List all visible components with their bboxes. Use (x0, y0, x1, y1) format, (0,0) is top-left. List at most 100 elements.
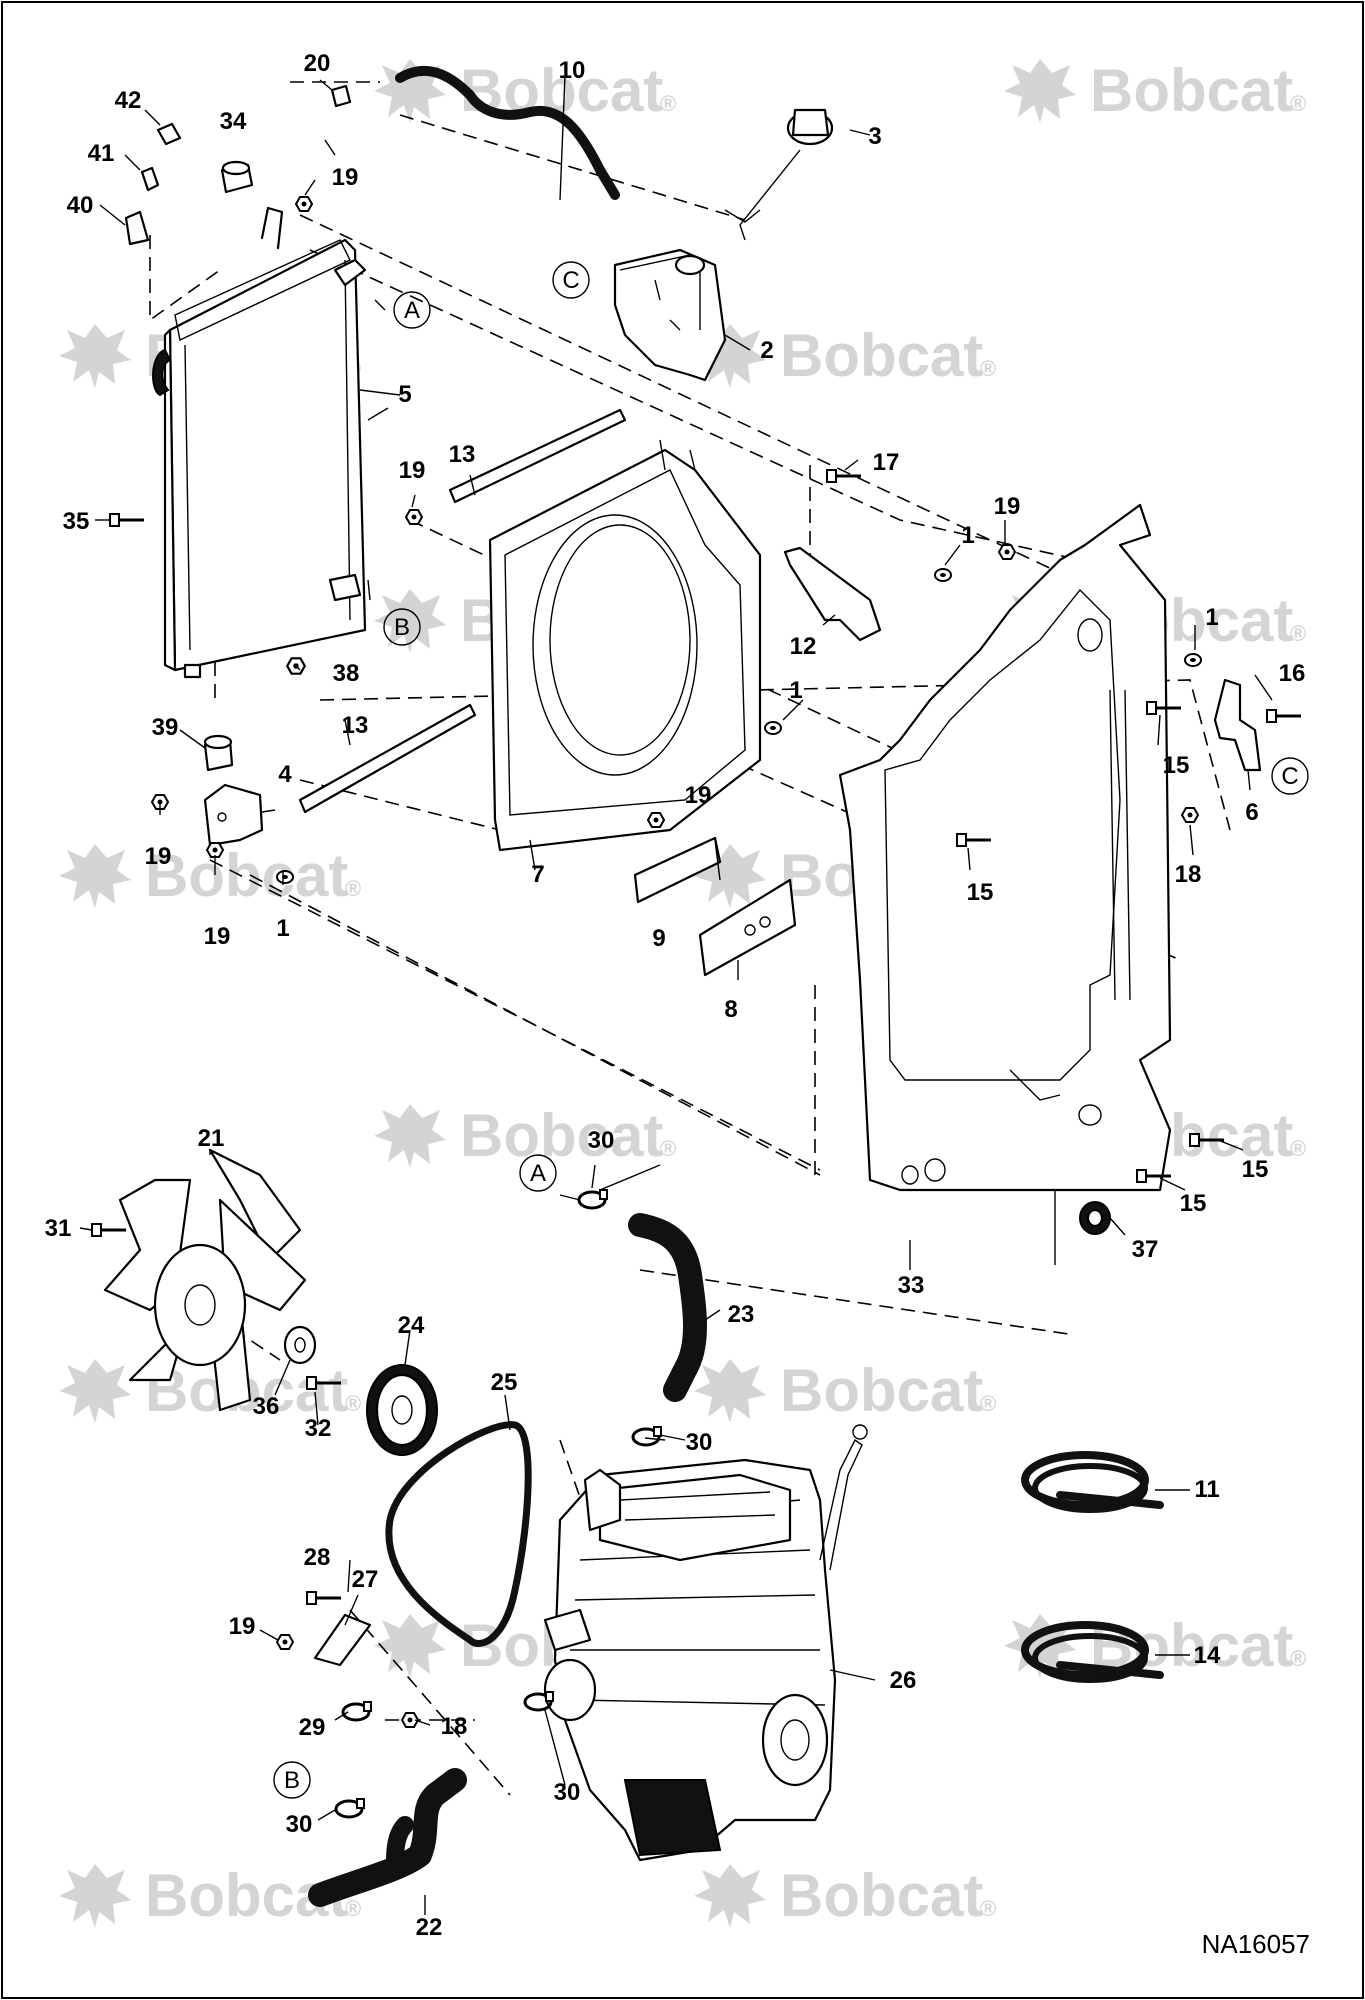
radiator-left-pipe (152, 348, 172, 397)
clamp-30 (577, 1188, 608, 1210)
grommet-37 (1079, 1201, 1111, 1235)
bolt-35 (108, 512, 146, 528)
bobcat-watermark: Bobcat ® (694, 1862, 996, 1929)
callout-1: 1 (789, 677, 802, 704)
svg-text:C: C (1281, 763, 1298, 790)
clamp-30 (334, 1797, 365, 1819)
nut-19 (998, 544, 1016, 560)
svg-text:C: C (562, 267, 579, 294)
svg-text:®: ® (980, 356, 996, 381)
part-21-fan (103, 1148, 307, 1412)
frame-port (1078, 1104, 1102, 1126)
bolt-28 (305, 1590, 343, 1606)
bobcat-watermark: Bobcat ® (374, 1102, 676, 1169)
shroud-ring (532, 514, 698, 776)
callout-33: 33 (898, 1272, 925, 1299)
radiator-inlet-fitting (333, 258, 367, 287)
washer-1 (934, 568, 952, 582)
callout-7: 7 (531, 861, 544, 888)
callout-26: 26 (890, 1667, 917, 1694)
bobcat-watermark: Bobcat ® (59, 842, 361, 909)
part-2-coolant-tank (613, 248, 727, 382)
callout-17: 17 (873, 449, 900, 476)
engine-flywheel (761, 1693, 829, 1787)
engine-dipstick (819, 1438, 863, 1571)
callout-15: 15 (1180, 1190, 1207, 1217)
callout-12: 12 (790, 633, 817, 660)
callout-38: 38 (333, 660, 360, 687)
svg-text:®: ® (660, 91, 676, 116)
callout-19: 19 (229, 1613, 256, 1640)
callout-15: 15 (1163, 752, 1190, 779)
callout-19: 19 (685, 782, 712, 809)
bobcat-watermark: Bobcat ® (694, 322, 996, 389)
svg-text:®: ® (980, 1391, 996, 1416)
connector-label-b: B (383, 608, 421, 646)
svg-text:®: ® (345, 876, 361, 901)
callout-30: 30 (588, 1127, 615, 1154)
connector-letters: A B C C A B (273, 261, 1309, 1799)
frame-port (901, 1165, 919, 1185)
part-6-side-bracket (1213, 678, 1262, 772)
svg-text:B: B (394, 614, 410, 641)
svg-text:®: ® (980, 1896, 996, 1921)
callout-25: 25 (491, 1369, 518, 1396)
callout-22: 22 (416, 1914, 443, 1941)
callout-1: 1 (276, 915, 289, 942)
svg-text:Bobcat: Bobcat (780, 1862, 983, 1929)
bobcat-watermark: Bobcat ® (694, 1357, 996, 1424)
svg-text:®: ® (345, 1391, 361, 1416)
svg-text:A: A (530, 1160, 546, 1187)
engine-thermostat-housing (583, 1468, 622, 1532)
part-4-mount-bracket (203, 783, 264, 847)
svg-text:Bobcat: Bobcat (780, 322, 983, 389)
callout-24: 24 (398, 1312, 425, 1339)
fitting-41 (140, 166, 160, 192)
washer-1 (764, 721, 782, 735)
part-12-bracket (783, 546, 882, 642)
part-13-seal-strip-lower (298, 703, 477, 814)
callout-39: 39 (152, 714, 179, 741)
callout-18: 18 (441, 1713, 468, 1740)
callout-13: 13 (342, 712, 369, 739)
callout-37: 37 (1132, 1236, 1159, 1263)
nut-19 (206, 842, 224, 858)
tank-filler-neck (674, 254, 706, 276)
callout-10: 10 (559, 57, 586, 84)
callout-28: 28 (304, 1544, 331, 1571)
connector-label-a: A (393, 291, 431, 329)
callout-30: 30 (554, 1779, 581, 1806)
svg-text:®: ® (1290, 621, 1306, 646)
part-8-plate (698, 878, 797, 977)
fitting-40 (124, 210, 150, 246)
frame-port (1077, 618, 1103, 652)
part-7-fan-shroud (488, 439, 762, 852)
callout-40: 40 (67, 192, 94, 219)
callout-30: 30 (686, 1429, 713, 1456)
nut-18 (1181, 807, 1199, 823)
svg-text:Bobcat: Bobcat (780, 1357, 983, 1424)
shroud-ring-inner (549, 524, 691, 756)
callout-30: 30 (286, 1811, 313, 1838)
callout-15: 15 (967, 879, 994, 906)
callout-19: 19 (994, 493, 1021, 520)
svg-text:Bobcat: Bobcat (145, 842, 348, 909)
clamp-30 (631, 1425, 662, 1447)
part-25-drive-belt (385, 1421, 532, 1647)
callout-36: 36 (253, 1393, 280, 1420)
nut-19 (405, 509, 423, 525)
callout-29: 29 (299, 1714, 326, 1741)
part-13-seal-strip-upper (448, 408, 627, 504)
clip-20 (330, 84, 352, 108)
callout-13: 13 (449, 441, 476, 468)
clamp-30 (523, 1690, 554, 1712)
callout-2: 2 (760, 337, 773, 364)
part-26-engine (543, 1424, 868, 1862)
bolt-16 (1265, 708, 1303, 724)
nut-19 (276, 1634, 294, 1650)
washer-1 (1184, 653, 1202, 667)
connector-label-b: B (273, 1761, 311, 1799)
callout-23: 23 (728, 1301, 755, 1328)
bracket-27 (313, 1613, 372, 1667)
